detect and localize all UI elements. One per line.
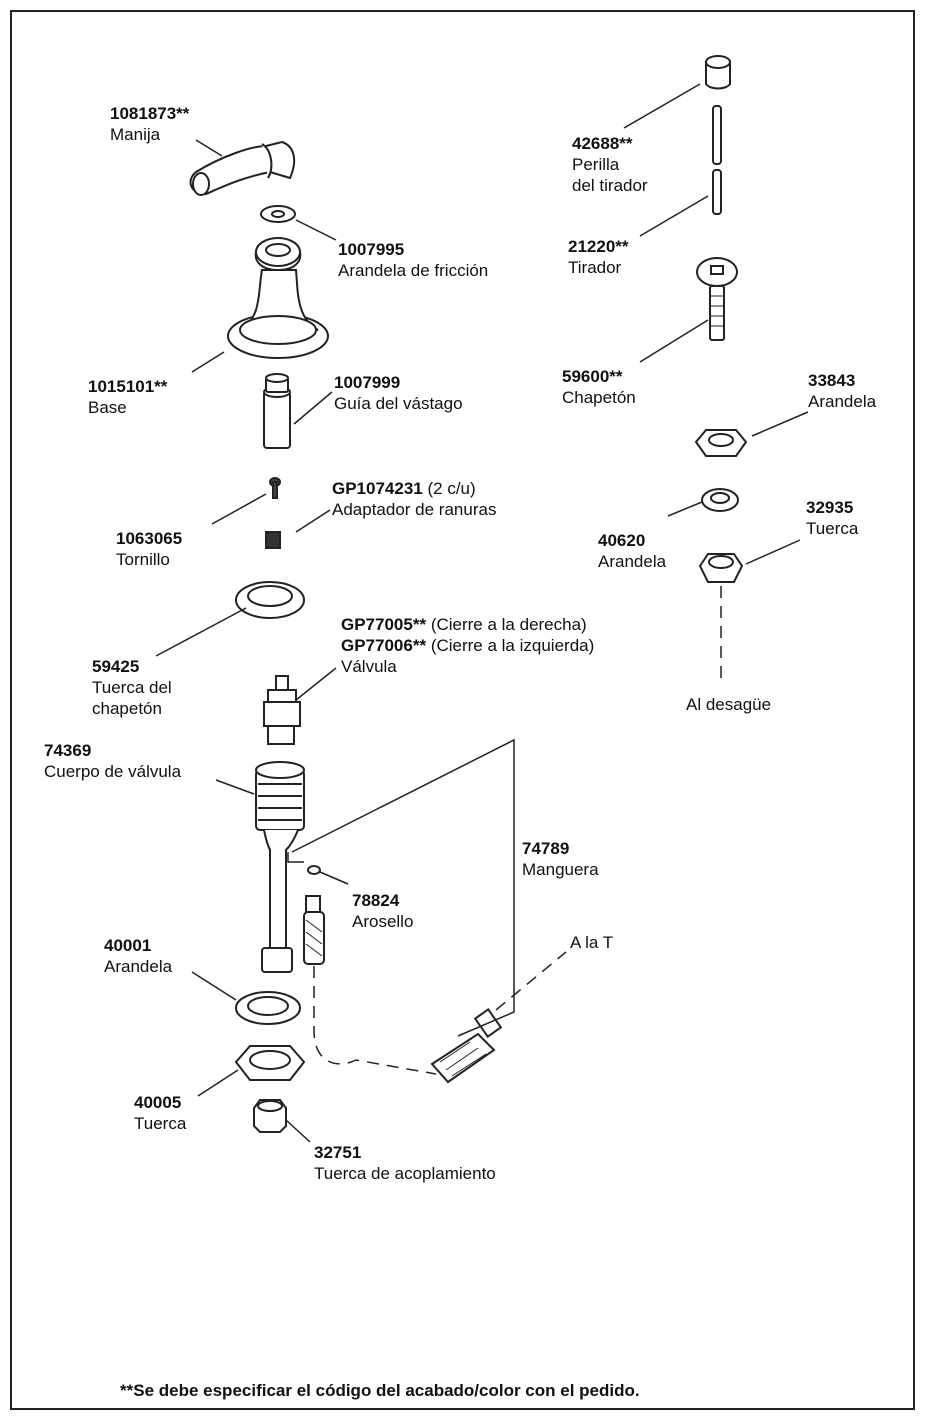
lift-rod-knob-drawing: [705, 55, 731, 90]
footnote: **Se debe especificar el código del acab…: [120, 1381, 640, 1400]
hose-end-drawing: [430, 1008, 503, 1084]
spline-adapter-drawing: [265, 531, 281, 549]
washer-33843-drawing: [694, 429, 748, 457]
washer-40620-drawing: [701, 488, 739, 512]
label-escutcheon: 59600**Chapetón: [562, 367, 636, 407]
lift-rod-upper-drawing: [712, 105, 722, 165]
coupling-nut-drawing: [253, 1099, 287, 1133]
leader-lines: [155, 83, 809, 1143]
label-handle: 1081873**Manija: [110, 104, 190, 144]
hose-fitting-drawing: [303, 895, 325, 965]
lift-rod-lower-drawing: [712, 169, 722, 215]
valve-drawing: [263, 675, 301, 745]
washer-40001-drawing: [235, 991, 301, 1025]
stem-guide-drawing: [263, 373, 291, 449]
nut-32935-drawing: [698, 553, 744, 583]
handle-drawing: [189, 140, 296, 196]
escutcheon-nut-drawing: [235, 581, 305, 619]
label-valve: GP77005** (Cierre a la derecha) GP77006*…: [341, 615, 595, 676]
valve-body-drawing: [255, 761, 305, 973]
label-to-drain: Al desagüe: [686, 695, 772, 714]
o-ring-drawing: [307, 865, 321, 875]
label-spline-adapter: GP1074231 (2 c/u) Adaptador de ranuras: [332, 479, 497, 519]
label-lift-rod: 21220**Tirador: [568, 237, 629, 277]
page-frame: [10, 10, 915, 1410]
escutcheon-drawing: [696, 257, 738, 341]
label-base: 1015101**Base: [88, 377, 168, 417]
dashed-lines: [313, 586, 722, 1075]
screw-drawing: [269, 477, 281, 499]
base-drawing: [227, 237, 329, 359]
label-to-tee: A la T: [570, 933, 614, 952]
nut-40005-drawing: [234, 1045, 306, 1081]
